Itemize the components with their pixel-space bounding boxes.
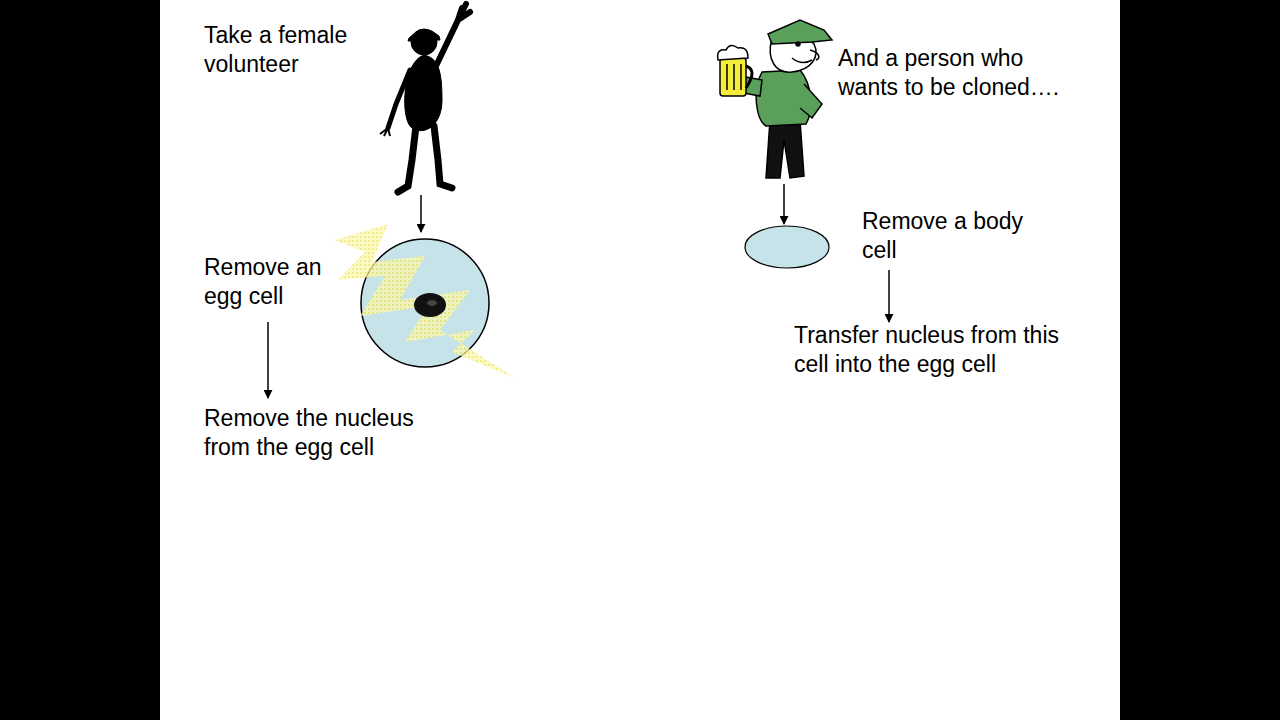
arrow: [888, 270, 890, 322]
egg-cell: [335, 224, 515, 378]
body-cell: [745, 226, 829, 268]
step-label: Remove the nucleus from the egg cell: [204, 404, 444, 462]
step-label: And a person who wants to be cloned….: [838, 44, 1088, 102]
step-label: Remove a body cell: [862, 207, 1047, 265]
step-label: Remove an egg cell: [204, 253, 329, 311]
step-label: Transfer nucleus from this cell into the…: [794, 321, 1094, 379]
female-figure: [380, 4, 470, 192]
person-with-beer: [718, 20, 832, 178]
arrow: [267, 322, 269, 398]
arrow: [783, 184, 785, 224]
step-label: Take a female volunteer: [204, 21, 374, 79]
arrow: [420, 195, 422, 232]
